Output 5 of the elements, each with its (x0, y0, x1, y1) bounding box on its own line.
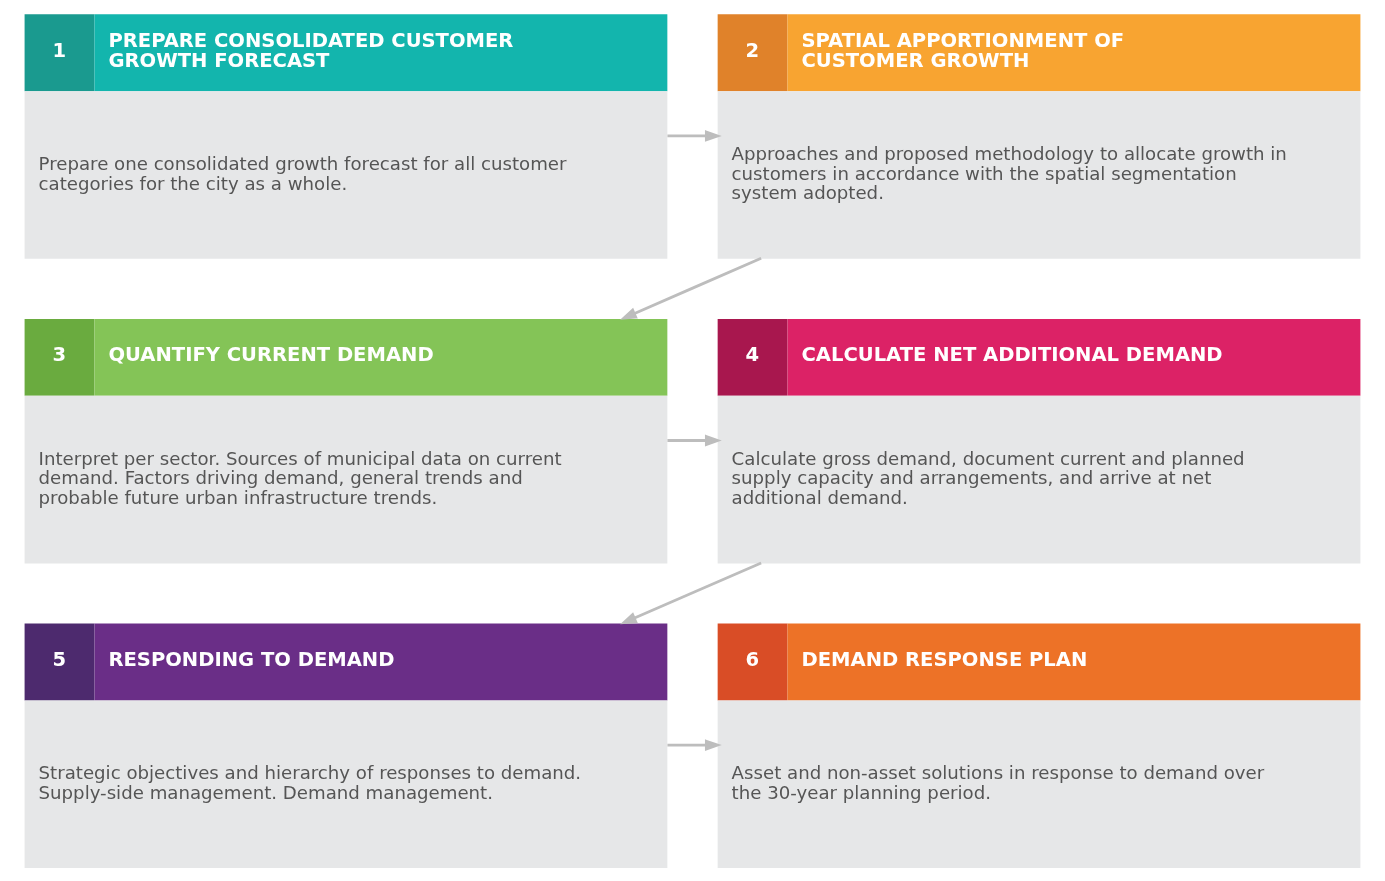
arrow (620, 257, 762, 320)
arrow (620, 561, 762, 625)
arrow (667, 739, 722, 751)
arrow (667, 434, 722, 447)
arrow (667, 130, 722, 142)
